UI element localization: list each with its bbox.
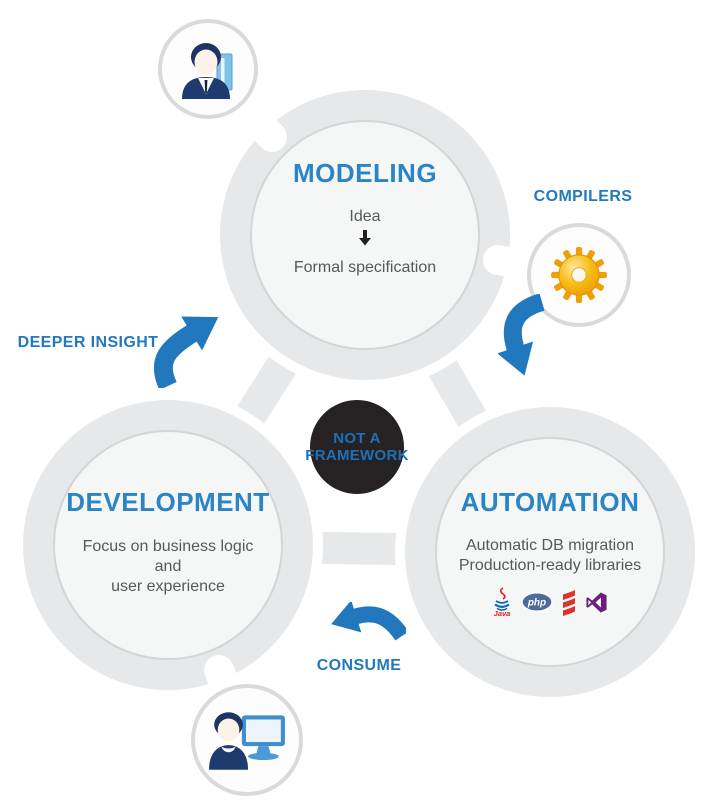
php-logo-icon: php — [521, 592, 553, 612]
development-line-2: and — [154, 558, 182, 575]
automation-title: AUTOMATION — [460, 487, 640, 517]
svg-text:php: php — [527, 598, 546, 609]
development-line-3: user experience — [111, 578, 225, 595]
consumer-developer-circle — [191, 684, 303, 796]
badge-line-2: FRAMEWORK — [305, 447, 409, 464]
development-circle: DEVELOPMENT Focus on business logic and … — [23, 400, 313, 690]
developer-at-computer-icon — [209, 712, 285, 770]
gear-icon — [551, 247, 607, 303]
modeling-line-idea: Idea — [349, 208, 381, 225]
svg-text:Java: Java — [494, 609, 511, 617]
not-a-framework-badge: NOT A FRAMEWORK — [305, 400, 408, 494]
consume-arrow-icon — [331, 602, 406, 641]
java-logo-icon: Java — [494, 587, 511, 617]
automation-circle-inner — [435, 437, 665, 667]
deeper-insight-label: DEEPER INSIGHT — [17, 334, 159, 351]
technology-logos-row: Java php — [405, 587, 695, 617]
compilers-gear-circle — [527, 223, 631, 327]
visual-studio-logo-icon — [586, 591, 607, 613]
badge-line-1: NOT A — [333, 430, 381, 447]
business-person-circle — [158, 19, 258, 119]
automation-line-1: Automatic DB migration — [465, 537, 635, 554]
business-person-icon — [182, 43, 233, 99]
compilers-arrow-icon — [498, 294, 545, 376]
modeling-line-spec: Formal specification — [293, 259, 437, 276]
scala-logo-icon — [563, 589, 575, 616]
automation-circle: AUTOMATION Automatic DB migration Produc… — [405, 407, 695, 697]
automation-line-2: Production-ready libraries — [458, 557, 642, 574]
development-circle-inner — [53, 430, 283, 660]
development-title: DEVELOPMENT — [66, 487, 270, 517]
consume-label: CONSUME — [316, 657, 402, 674]
idea-to-spec-down-arrow-icon — [359, 230, 371, 246]
modeling-title: MODELING — [292, 158, 438, 188]
deeper-insight-arrow-icon — [153, 316, 219, 388]
compilers-label: COMPILERS — [533, 188, 633, 205]
development-line-1: Focus on business logic — [82, 538, 254, 555]
modeling-circle: MODELING Idea Formal specification — [220, 90, 510, 380]
